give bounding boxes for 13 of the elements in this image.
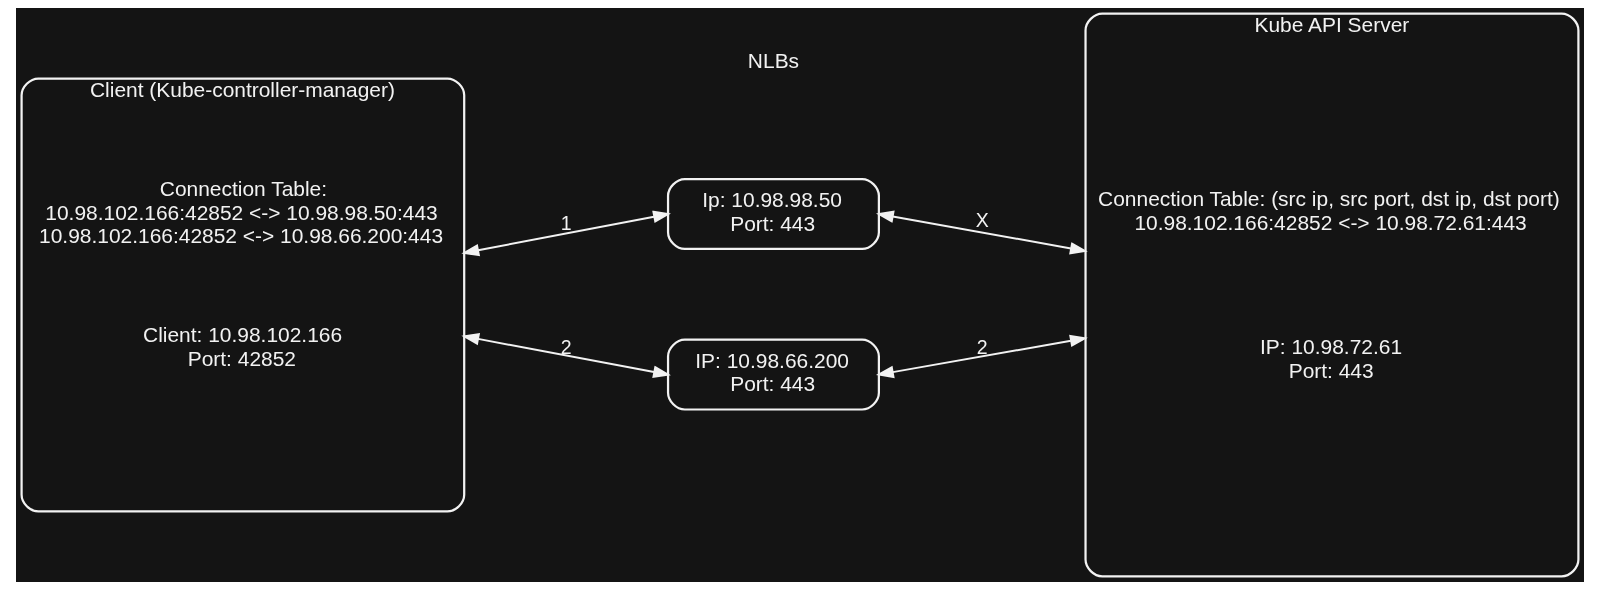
- edge-label: 2: [560, 335, 572, 358]
- edge-label: X: [975, 208, 989, 231]
- node-box: IP: 10.98.66.200 Port: 443: [666, 338, 880, 411]
- label: NLBs: [747, 49, 800, 73]
- arrow: [461, 210, 671, 257]
- node-box: Ip: 10.98.98.50 Port: 443: [666, 178, 880, 251]
- edge-label: 2: [976, 335, 988, 358]
- node-box: Kube API Server Connection Table: (src ip, src port, dst ip, dst port) 10.98.102.166:42852 <-> 10.98.72.61:443 IP: 10.98.72.61 Port: 443: [1084, 12, 1580, 578]
- arrow: [461, 332, 671, 378]
- node-box: Client (Kube-controller-manager) Connection Table: 10.98.102.166:42852 <-> 10.98.98.50:443 10.98.102.166:42852 <-> 10.98.66.200:443 Client: 10.98.102.166 Port: 42852: [20, 77, 466, 513]
- arrow: [876, 210, 1088, 255]
- edge-label: 1: [560, 211, 572, 234]
- arrow: [876, 334, 1088, 379]
